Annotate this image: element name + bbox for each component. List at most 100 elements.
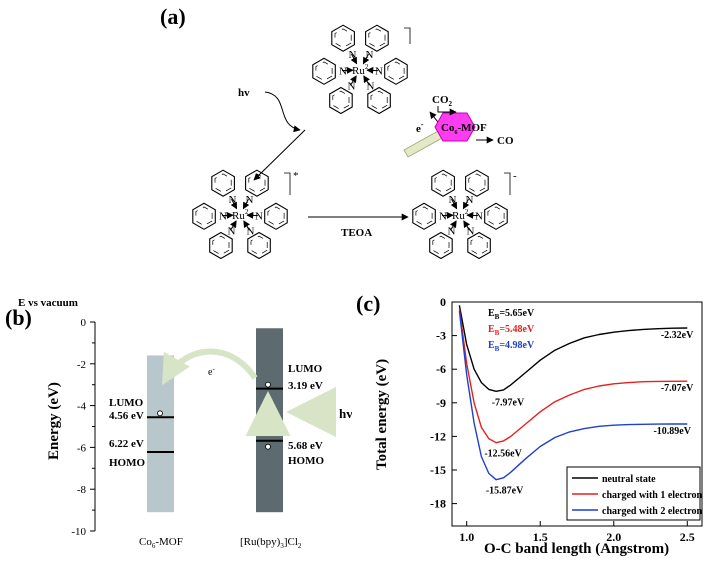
coordination-bond: [363, 75, 370, 86]
value-annotation: -12.56eV: [484, 449, 522, 460]
coordination-bond: [362, 53, 370, 65]
y-tick-label: 0: [440, 295, 446, 309]
series-line-0: [458, 305, 688, 392]
mof-lumo-text: LUMO: [109, 397, 144, 409]
nitrogen-label: N: [448, 225, 456, 237]
teoa-label: TEOA: [341, 227, 372, 239]
pyridine-ring-2-0: [209, 231, 233, 260]
nitrogen-label: N: [247, 225, 255, 237]
nitrogen-label: N: [367, 80, 375, 92]
coordination-bond: [450, 220, 457, 231]
pyridine-ring-1-0: [484, 202, 508, 230]
pyridine-ring-1-1-inner: [370, 90, 388, 111]
pyridine-ring-2-0-inner: [212, 235, 230, 256]
pyridine-ring-1-0-inner: [387, 61, 405, 82]
value-annotation: -7.97eV: [492, 397, 525, 408]
x-tick-label: 2.0: [606, 530, 621, 544]
ru-center-label: Ru2: [352, 63, 369, 77]
pyridine-ring-2-1: [192, 202, 216, 230]
ru-lumo-energy: 3.19 eV: [288, 380, 323, 392]
ru-lumo-text: LUMO: [288, 363, 323, 375]
ru-homo-hole-dot: [265, 443, 271, 450]
pyridine-ring-2-1-inner: [315, 61, 333, 82]
panel-label-b: (b): [5, 305, 32, 330]
series-line-1: [458, 308, 688, 444]
binding-energy-label: EB=5.48eV: [488, 324, 535, 337]
charge-tag: -: [513, 170, 517, 182]
pyridine-ring-0-0-inner: [434, 173, 452, 194]
coordination-bond: [463, 220, 470, 231]
y-tick-label: -9: [436, 396, 446, 410]
pyridine-ring-1-0-inner: [487, 206, 505, 227]
mof-label-scheme: Co6-MOF: [441, 122, 487, 136]
co2-label: CO2: [432, 94, 453, 108]
charge-bracket: [404, 27, 411, 44]
ru-homo-text: HOMO: [288, 455, 324, 467]
pyridine-ring-2-0: [329, 86, 353, 115]
binding-energy-label: EB=5.65eV: [488, 308, 535, 321]
chart-y-axis-label: Total energy (eV): [374, 359, 390, 470]
nitrogen-label: N: [375, 66, 383, 78]
energy-tick-label: -8: [77, 484, 87, 496]
co2-in-arrow: [437, 106, 457, 116]
pyridine-ring-2-0-inner: [332, 90, 350, 111]
ru-center-label: Ru2: [232, 208, 249, 222]
pyridine-ring-0-0-inner: [214, 173, 232, 194]
nitrogen-label: N: [255, 211, 263, 223]
electron-label-scheme: e-: [416, 120, 424, 135]
x-tick-label: 1.5: [533, 530, 548, 544]
y-tick-label: -12: [430, 429, 446, 443]
mof-species-name: Co6-MOF: [139, 536, 183, 550]
nitrogen-label: N: [349, 49, 357, 61]
nitrogen-label: N: [348, 80, 356, 92]
coordination-bond: [350, 75, 357, 86]
mof-homo-text: HOMO: [109, 457, 145, 469]
pyridine-ring-0-0: [211, 169, 235, 197]
nitrogen-label: N: [219, 211, 227, 223]
pyridine-ring-1-0-inner: [267, 206, 285, 227]
ru-homo-energy: 5.68 eV: [288, 440, 323, 452]
value-annotation: -2.32eV: [661, 330, 694, 341]
y-tick-label: -18: [430, 497, 446, 511]
pyridine-ring-1-1: [247, 231, 271, 260]
ru-species-name: [Ru(bpy)3]Cl2: [240, 536, 302, 550]
chart-legend: neutral state charged with 1 electron char…: [566, 466, 703, 521]
binding-energy-label: EB=4.98eV: [488, 340, 535, 353]
energy-tick-label: -10: [71, 526, 86, 538]
nitrogen-label: N: [475, 211, 483, 223]
energy-level-diagram: E vs vacuum Energy (eV) 0-2-4-6-8-10 e- …: [18, 297, 352, 550]
ru-lumo-electron-dot: [265, 381, 271, 388]
pyridine-ring-0-1: [465, 169, 489, 197]
legend-entry: charged with 2 electron: [602, 506, 703, 517]
co6-mof-hexagon: [434, 112, 476, 142]
co-label: CO: [497, 135, 514, 147]
pyridine-ring-2-1-inner: [415, 206, 433, 227]
energy-tick-label: 0: [81, 317, 87, 329]
pyridine-ring-0-1: [245, 169, 269, 197]
energy-tick-label: -6: [77, 442, 87, 454]
electron-label-energy: e-: [208, 365, 215, 378]
pyridine-ring-0-1-inner: [368, 28, 386, 49]
hv-label-energy: hv: [339, 406, 352, 421]
legend-entry: charged with 1 electron: [602, 490, 703, 501]
legend-entry: neutral state: [602, 474, 656, 485]
series-line-2: [458, 310, 688, 481]
energy-header: E vs vacuum: [18, 297, 78, 309]
pyridine-ring-1-1: [367, 86, 391, 115]
mof-electron-dot: [157, 410, 163, 417]
pyridine-ring-1-0: [264, 202, 288, 230]
coordination-bond: [243, 220, 250, 231]
pyridine-ring-1-0: [384, 57, 408, 85]
pyridine-ring-0-1-inner: [248, 173, 266, 194]
nitrogen-label: N: [229, 194, 237, 206]
coordination-bond: [242, 198, 250, 210]
plot-frame: [451, 301, 703, 527]
pyridine-ring-2-1-inner: [195, 206, 213, 227]
y-tick-label: -6: [436, 362, 446, 376]
coordination-bond: [462, 198, 470, 210]
energy-tick-label: -4: [77, 401, 87, 413]
nitrogen-label: N: [449, 194, 457, 206]
pyridine-ring-0-0: [331, 24, 355, 52]
